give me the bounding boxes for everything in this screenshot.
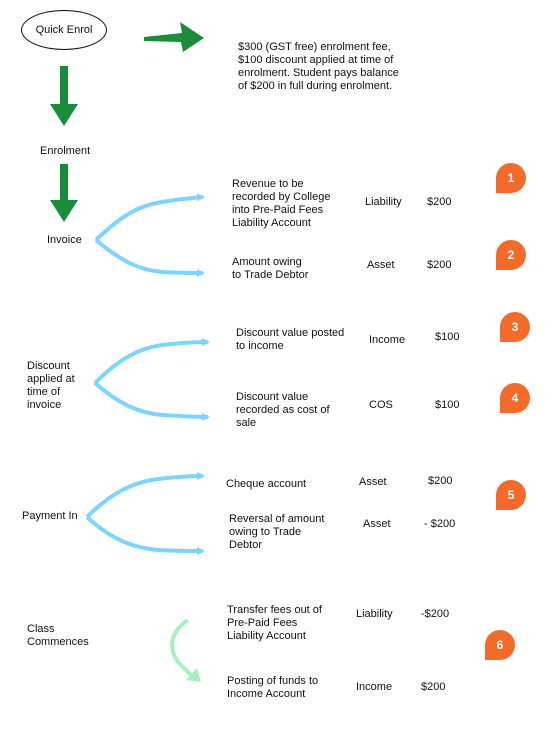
branch-arrow-payment-up xyxy=(85,472,205,519)
branch-arrow-invoice-down xyxy=(94,238,205,277)
quick-enrol-node: Quick Enrol xyxy=(21,10,107,50)
stage-invoice-label: Invoice xyxy=(47,234,82,246)
step-badge-2-number: 2 xyxy=(507,248,515,262)
step-badge-1: 1 xyxy=(496,163,526,193)
entry-4-description: Discount value recorded as cost of sale xyxy=(236,391,330,429)
arrow-transfer-to-posting xyxy=(170,618,194,678)
entry-1-description: Revenue to be recorded by College into P… xyxy=(232,178,331,229)
entry-5-type: Asset xyxy=(359,476,387,488)
entry-1-type: Liability xyxy=(365,196,402,208)
step-badge-3-number: 3 xyxy=(511,320,519,334)
entry-1-amount: $200 xyxy=(427,196,452,208)
entry-8-type: Income xyxy=(356,681,393,693)
entry-4-amount: $100 xyxy=(435,399,460,411)
entry-3-description: Discount value posted to income xyxy=(236,327,345,352)
branch-arrow-invoice-up xyxy=(94,193,205,242)
entry-8-description: Posting of funds to Income Account xyxy=(227,675,319,700)
entry-6-amount: - $200 xyxy=(424,518,456,530)
arrow-quickenrol-to-enrolment xyxy=(50,66,78,126)
branch-arrow-discount-down xyxy=(93,381,210,421)
entry-7-type: Liability xyxy=(356,608,393,620)
entry-2-type: Asset xyxy=(367,259,395,271)
entry-5-amount: $200 xyxy=(428,475,453,487)
quick-enrol-label: Quick Enrol xyxy=(35,24,93,36)
step-badge-1-number: 1 xyxy=(507,171,515,185)
step-badge-5-number: 5 xyxy=(507,488,515,502)
branch-arrow-payment-down xyxy=(85,515,205,555)
entry-6-type: Asset xyxy=(363,518,391,530)
entry-2-amount: $200 xyxy=(427,259,452,271)
step-badge-5: 5 xyxy=(496,480,526,510)
entry-7-amount: -$200 xyxy=(421,608,450,620)
step-badge-2: 2 xyxy=(496,240,526,270)
step-badge-4: 4 xyxy=(500,383,530,413)
step-badge-6-number: 6 xyxy=(496,638,504,652)
stage-payment-label: Payment In xyxy=(22,510,78,522)
stage-class-commences-label: Class Commences xyxy=(27,623,89,648)
step-badge-3: 3 xyxy=(500,312,530,342)
arrow-enrolment-to-invoice xyxy=(50,164,78,222)
intro-note: $300 (GST free) enrolment fee, $100 disc… xyxy=(238,41,399,92)
entry-2-description: Amount owing to Trade Debtor xyxy=(232,256,309,281)
arrow-to-intro-note xyxy=(144,22,204,52)
step-badge-4-number: 4 xyxy=(511,391,519,405)
arrow-transfer-to-posting-head xyxy=(186,668,201,682)
stage-discount-label: Discount applied at time of invoice xyxy=(27,360,75,411)
entry-4-type: COS xyxy=(369,399,393,411)
entry-3-type: Income xyxy=(369,334,406,346)
branch-arrow-discount-up xyxy=(93,338,210,385)
entry-6-description: Reversal of amount owing to Trade Debtor xyxy=(229,513,325,551)
step-badge-6: 6 xyxy=(485,630,515,660)
entry-3-amount: $100 xyxy=(435,331,460,343)
entry-8-amount: $200 xyxy=(421,681,446,693)
stage-enrolment-label: Enrolment xyxy=(40,145,91,157)
entry-7-description: Transfer fees out of Pre-Paid Fees Liabi… xyxy=(227,604,322,642)
entry-5-description: Cheque account xyxy=(226,478,307,490)
